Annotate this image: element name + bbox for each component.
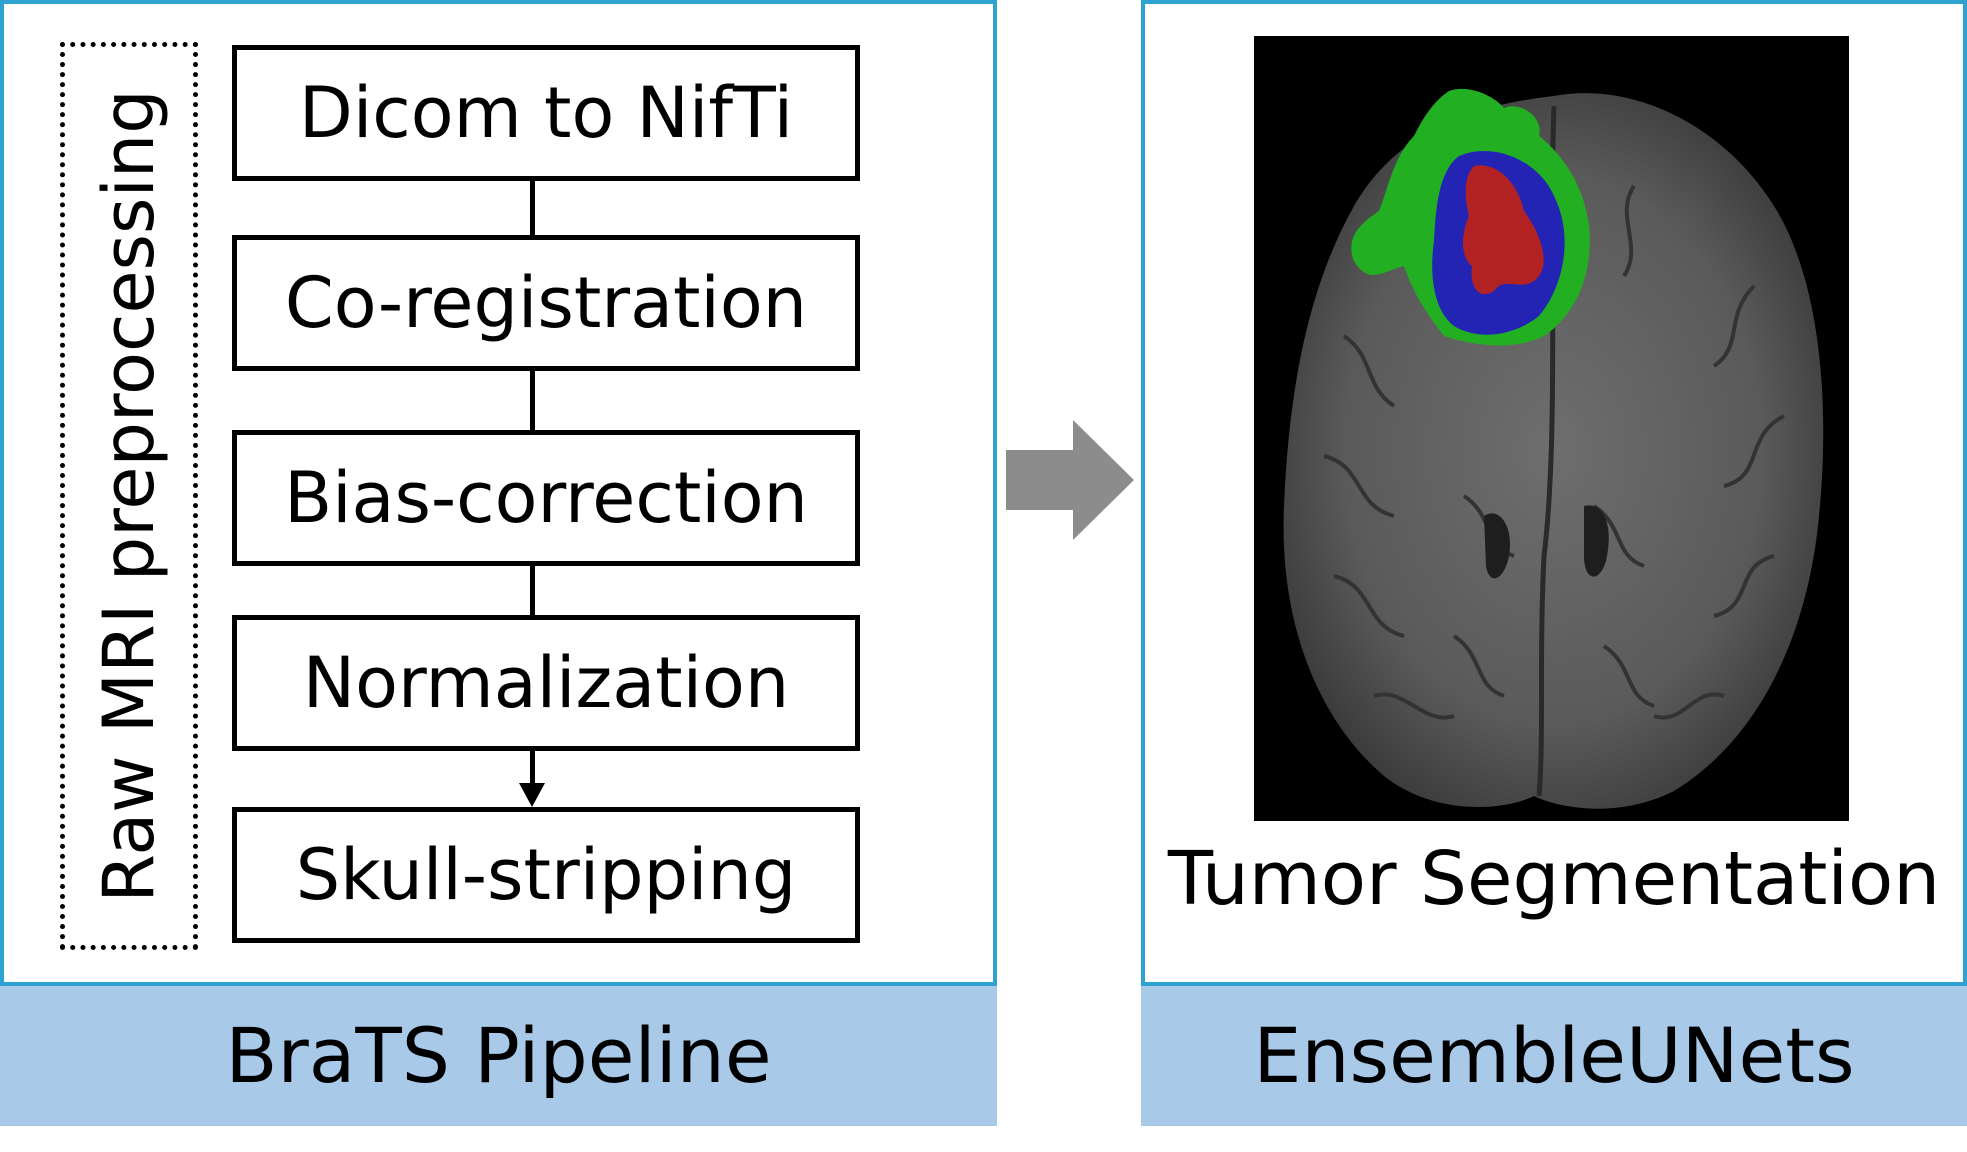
connector-1 [530,181,535,235]
preprocessing-group-box [60,42,198,950]
connector-4 [530,751,535,785]
model-footer: EnsembleUNets [1141,986,1967,1126]
pipeline-footer: BraTS Pipeline [0,986,997,1126]
arrowhead-down-icon [519,783,545,807]
brain-mri-image [1254,36,1849,821]
step-skull-stripping: Skull-stripping [232,807,860,943]
right-arrow-icon [1006,420,1134,540]
model-title: EnsembleUNets [1253,1011,1855,1100]
step-bias-correction: Bias-correction [232,430,860,566]
preprocessing-label: Raw MRI preprocessing [88,89,170,903]
pipeline-title: BraTS Pipeline [225,1011,772,1100]
ventricle-left [1484,513,1510,579]
necrotic-core-region [1463,165,1544,295]
brain-segmentation-svg [1283,88,1824,809]
connector-3 [530,566,535,615]
step-dicom-to-nifti: Dicom to NifTi [232,45,860,181]
step-normalization: Normalization [232,615,860,751]
segmentation-caption: Tumor Segmentation [1167,836,1941,922]
step-co-registration: Co-registration [232,235,860,371]
ventricle-right [1584,505,1609,577]
connector-2 [530,371,535,430]
